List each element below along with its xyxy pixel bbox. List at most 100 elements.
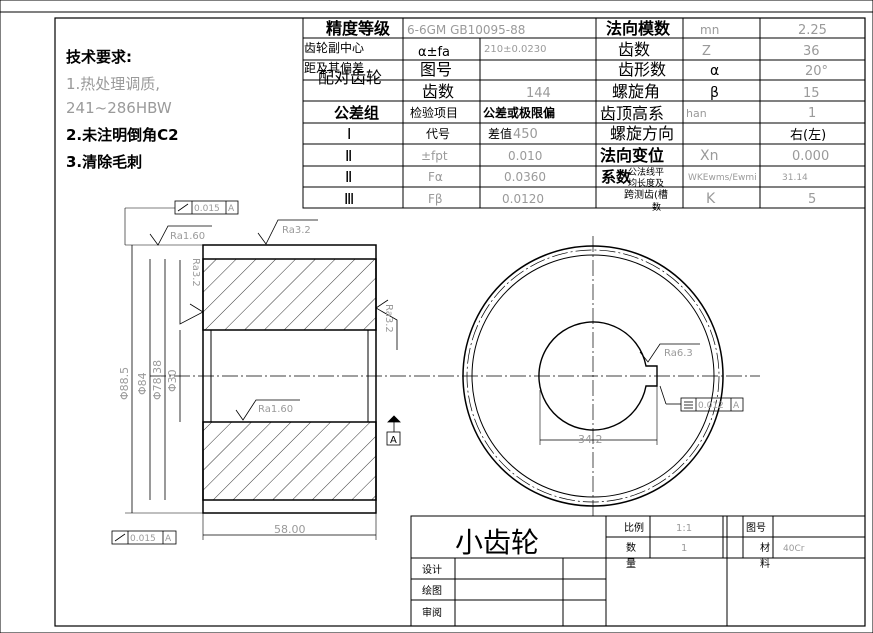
roughness-inner: Ra1.60	[235, 399, 300, 421]
dim-hub-diameter: Φ78.38	[151, 360, 164, 400]
row-value-3: 0.0360	[504, 170, 546, 184]
diff-value: 450	[513, 127, 538, 142]
teeth-value: 36	[803, 44, 820, 59]
section-view: Φ88.5 Φ84 Φ78.38 Φ30 58.00 0.015 A 0.015…	[111, 200, 760, 545]
dim-keyway: 34.2	[578, 433, 603, 446]
common-normal-label-2: 均长度及	[628, 177, 664, 189]
material-label-2: 料	[760, 557, 770, 570]
row-code-4: Fβ	[428, 192, 443, 206]
center-dev-value: 210±0.0230	[484, 44, 546, 55]
span-value: 5	[808, 192, 816, 207]
title-block-text: 小齿轮 比例 1:1 图号 数 量 1 材 料 40Cr 设计 绘图 审阅	[422, 521, 805, 619]
parameter-table-text: 精度等级 6-6GM GB10095-88 法向模数 mn 2.25 齿轮副中心…	[304, 19, 829, 213]
row-group-4: Ⅲ	[344, 190, 354, 208]
roughness-right-face: Ra3.2	[375, 299, 398, 350]
svg-text:Ra3.2: Ra3.2	[190, 258, 201, 287]
svg-text:Ra3.2: Ra3.2	[282, 225, 311, 236]
helix-dir-value: 右(左)	[790, 128, 826, 143]
mating-teeth-value: 144	[526, 86, 551, 101]
svg-text:Ra1.60: Ra1.60	[170, 231, 205, 242]
common-normal-symbol: WKEwms/Ewmi	[688, 173, 757, 183]
addendum-symbol: han	[686, 107, 707, 120]
svg-text:0.015: 0.015	[194, 204, 220, 214]
material-value: 40Cr	[783, 544, 805, 554]
span-label: 跨测齿(槽	[624, 188, 668, 201]
tech-title: 技术要求:	[66, 48, 132, 66]
teeth-symbol: Z	[702, 44, 711, 59]
row-value-4: 0.0120	[502, 192, 544, 206]
row-group-1: Ⅰ	[347, 125, 351, 143]
svg-text:A: A	[228, 204, 235, 214]
roughness-top-left: Ra1.60	[149, 225, 212, 246]
accuracy-label: 精度等级	[326, 19, 391, 38]
svg-text:Ra1.60: Ra1.60	[258, 404, 293, 415]
scale-label: 比例	[624, 521, 644, 534]
row-value-2: 0.010	[508, 149, 542, 163]
profile-angle-label: 齿形数	[618, 60, 666, 79]
tech-item-1b: 241~286HBW	[66, 99, 172, 117]
common-normal-value: 31.14	[782, 173, 808, 183]
normal-module-value: 2.25	[798, 23, 827, 38]
dim-root-diameter: Φ84	[136, 372, 149, 395]
helix-dir-label: 螺旋方向	[610, 124, 674, 143]
shift-value: 0.000	[792, 149, 829, 164]
check-item-label: 检验项目	[410, 105, 458, 120]
hatched-rim-bottom	[202, 421, 377, 501]
qty-value: 1	[681, 543, 687, 554]
helix-angle-value: 15	[803, 86, 820, 101]
svg-text:0.015: 0.015	[130, 534, 156, 544]
bore-with-keyway	[538, 321, 658, 431]
tech-item-1: 1.热处理调质,	[66, 75, 160, 93]
svg-text:A: A	[733, 401, 740, 411]
shift-label: 法向变位	[600, 146, 664, 165]
span-label-2: 数	[652, 201, 661, 213]
svg-text:A: A	[390, 435, 397, 446]
profile-angle-symbol: α	[710, 63, 719, 79]
svg-text:Ra6.3: Ra6.3	[664, 348, 693, 359]
front-view: 34.2 Ra6.3 0.012 A	[462, 236, 744, 516]
material-label: 材	[760, 541, 770, 554]
keyway-symmetry-frame: 0.012 A	[659, 385, 744, 412]
mating-gear-label: 配对齿轮	[318, 68, 382, 87]
normal-module-symbol: mn	[700, 23, 719, 37]
scale-value: 1:1	[676, 523, 692, 534]
title-block	[410, 515, 866, 627]
helix-angle-label: 螺旋角	[612, 82, 660, 101]
svg-text:Ra3.2: Ra3.2	[383, 304, 394, 333]
gear-outline	[202, 244, 377, 514]
teeth-label: 齿数	[618, 40, 650, 59]
addendum-label: 齿顶高系	[600, 104, 664, 123]
roughness-left-face: Ra3.2	[179, 258, 204, 325]
row-group-3: Ⅱ	[345, 168, 352, 186]
mating-teeth-label: 齿数	[422, 82, 454, 101]
datum-a-marker: A	[386, 415, 401, 446]
dim-bore-diameter: Φ30	[166, 369, 179, 392]
tol-group-label: 公差组	[334, 104, 379, 122]
shift-symbol: Xn	[700, 148, 718, 164]
tech-item-3: 3.清除毛刺	[66, 153, 142, 171]
profile-angle-value: 20°	[805, 64, 828, 79]
qty-label-2: 量	[626, 558, 636, 570]
tech-item-2: 2.未注明倒角C2	[66, 126, 179, 144]
row-group-2: Ⅱ	[345, 147, 352, 165]
center-dev-label-1: 齿轮副中心	[304, 40, 364, 55]
qty-label: 数	[626, 541, 636, 554]
center-dev-label-2: 距及其偏差	[304, 60, 364, 75]
part-name: 小齿轮	[455, 526, 539, 559]
accuracy-value: 6-6GM GB10095-88	[407, 23, 525, 37]
roughness-keyway: Ra6.3	[639, 343, 700, 363]
design-label: 设计	[422, 563, 442, 576]
dim-outer-diameter: Φ88.5	[118, 367, 131, 400]
tech-requirements: 技术要求: 1.热处理调质, 241~286HBW 2.未注明倒角C2 3.清除…	[66, 48, 179, 171]
center-dev-symbol: α±fa	[418, 45, 450, 60]
helix-angle-symbol: β	[710, 85, 719, 101]
shift-label-2: 系数	[601, 168, 632, 186]
normal-module-label: 法向模数	[606, 19, 671, 38]
svg-text:0.012: 0.012	[698, 401, 724, 411]
diff-label: 差值	[488, 126, 512, 141]
runout-frame-bottom: 0.015 A	[111, 530, 177, 545]
draw-label: 绘图	[422, 584, 442, 597]
tol-limit-label: 公差或极限偏	[483, 105, 555, 120]
review-label: 审阅	[422, 606, 442, 619]
